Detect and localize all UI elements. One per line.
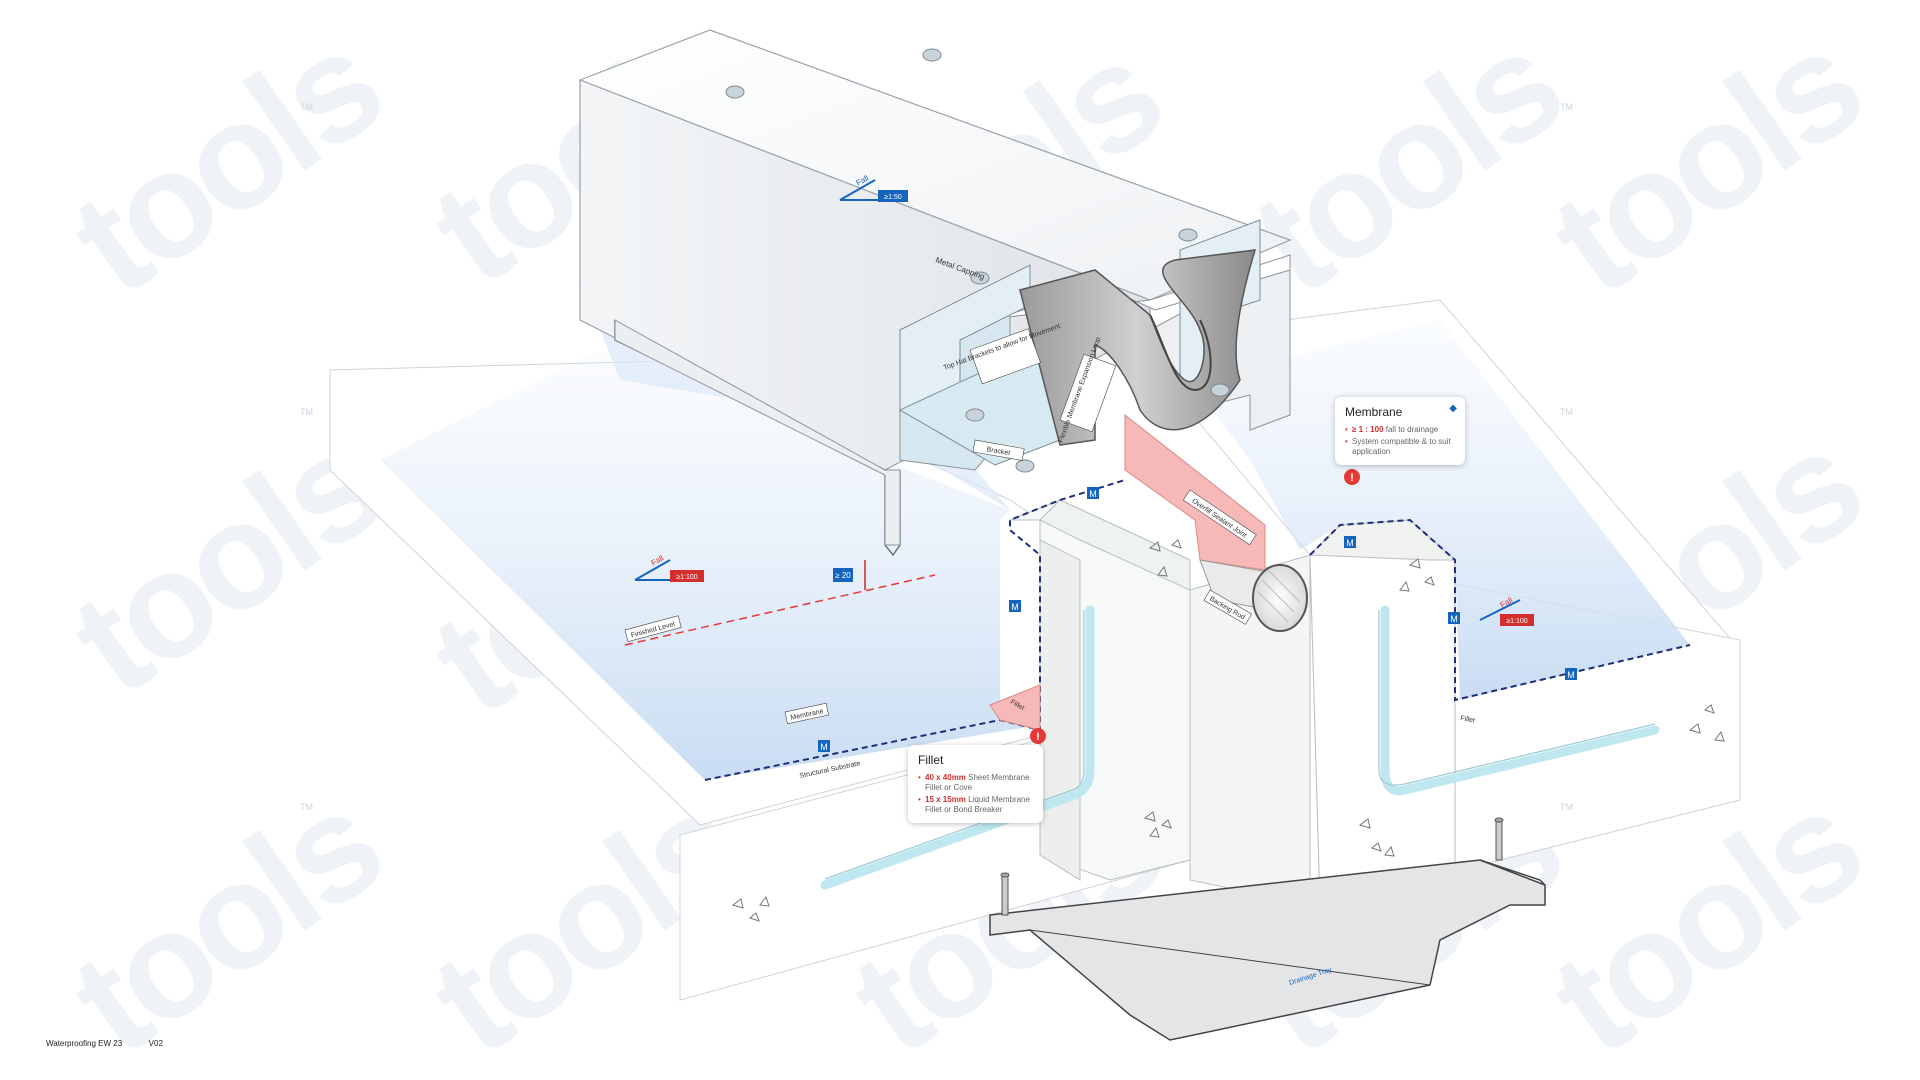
svg-text:TM: TM xyxy=(1560,802,1573,812)
svg-text:!: ! xyxy=(1036,731,1040,743)
membrane-callout-title: Membrane xyxy=(1345,405,1403,419)
membrane-marker: M xyxy=(818,740,830,752)
reinforcement-bars xyxy=(820,605,1660,890)
drainage-tray xyxy=(989,859,1546,1041)
fall-badge-top: Fall ≥1:50 xyxy=(839,173,908,202)
svg-text:≥ 20: ≥ 20 xyxy=(835,571,851,580)
bracket-label: Bracket xyxy=(972,439,1025,461)
svg-text:TM: TM xyxy=(300,407,313,417)
svg-text:M: M xyxy=(1011,602,1019,612)
finished-level-line xyxy=(624,560,936,646)
membrane-callout-item: ≥ 1 : 100 fall to drainage xyxy=(1345,425,1455,435)
svg-text:M: M xyxy=(1089,489,1097,499)
dimension-badge: ≥ 20 xyxy=(833,568,853,582)
membrane-dashed-lines xyxy=(704,479,1691,781)
membrane-marker: M xyxy=(1087,487,1099,499)
svg-text:M: M xyxy=(1450,614,1458,624)
aggregate-marks xyxy=(731,539,1725,922)
membrane-marker: M xyxy=(1448,612,1460,624)
watermark-text: tools xyxy=(42,760,408,1080)
membrane-callout: Membrane ◆ ≥ 1 : 100 fall to drainage Sy… xyxy=(1335,397,1465,465)
membrane-marker: M xyxy=(1565,668,1577,680)
svg-text:M: M xyxy=(820,742,828,752)
right-membrane xyxy=(1190,320,1690,700)
membrane-marker: M xyxy=(1009,600,1021,612)
membrane-callout-item: System compatible & to suit application xyxy=(1345,437,1455,457)
fillet-right-label: Fillet xyxy=(1460,715,1476,724)
svg-text:TM: TM xyxy=(1560,407,1573,417)
fixing-screws xyxy=(1000,817,1504,916)
watermark-text: tools xyxy=(1522,0,1888,326)
fillet-callout-item: 15 x 15mm Liquid Membrane Fillet or Bond… xyxy=(918,795,1033,815)
fall-badge-left: Fall ≥1:100 xyxy=(634,553,704,582)
svg-text:TM: TM xyxy=(300,102,313,112)
svg-text:TM: TM xyxy=(300,802,313,812)
membrane-marker: M xyxy=(1344,536,1356,548)
fillet-callout-item: 40 x 40mm Sheet Membrane Fillet or Cove xyxy=(918,773,1033,793)
svg-text:M: M xyxy=(1567,670,1575,680)
drawing-version: V02 xyxy=(148,1039,163,1048)
capping-rivets xyxy=(725,48,1230,473)
drawing-footer: Waterproofing EW 23 V02 xyxy=(46,1039,163,1048)
info-icon: ◆ xyxy=(1449,403,1457,414)
fillet-callout-title: Fillet xyxy=(918,753,944,767)
warning-icon: ! xyxy=(1344,469,1360,485)
watermark-tm: TM TM TM TM TM TM xyxy=(300,102,1573,812)
svg-text:TM: TM xyxy=(1560,102,1573,112)
svg-text:Bracket: Bracket xyxy=(986,446,1011,457)
membrane-markers: M M M M M M xyxy=(818,487,1577,752)
fillet-callout: Fillet 40 x 40mm Sheet Membrane Fillet o… xyxy=(908,745,1043,823)
warning-icon: ! xyxy=(1030,728,1046,744)
watermark-text: tools xyxy=(42,0,408,326)
drawing-title: Waterproofing EW 23 xyxy=(46,1039,123,1048)
svg-text:≥1:100: ≥1:100 xyxy=(1506,618,1527,625)
svg-text:!: ! xyxy=(1350,472,1354,484)
svg-text:≥1:100: ≥1:100 xyxy=(676,574,697,581)
svg-text:M: M xyxy=(1346,538,1354,548)
svg-text:≥1:50: ≥1:50 xyxy=(884,194,902,201)
